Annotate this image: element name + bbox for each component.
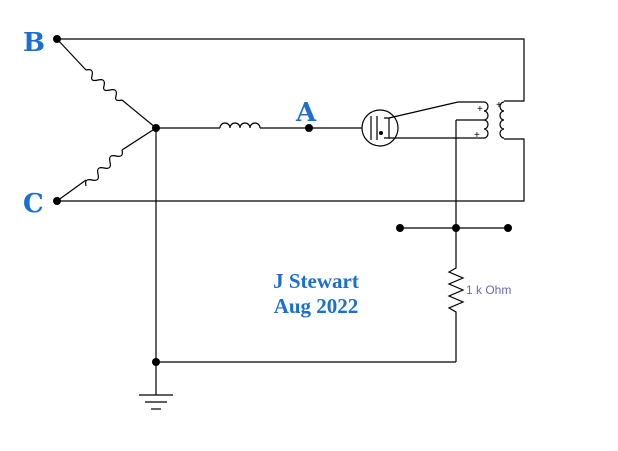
junction-bus-left (396, 224, 404, 232)
wire-c-branch-2 (56, 179, 87, 202)
wire-lamp-to-xfmr-top (388, 101, 459, 119)
polarity-mark-primary: + (477, 104, 483, 115)
junction-neutral (152, 124, 160, 132)
lamp-electrode-right (384, 117, 390, 139)
node-label-a: A (295, 98, 317, 128)
wire-b-branch-2 (121, 99, 157, 129)
junction-bus-center (452, 224, 460, 232)
node-label-b: B (23, 28, 45, 58)
polarity-mark-secondary: + (496, 100, 502, 111)
wire-neutral-return (155, 128, 456, 363)
ground-icon (139, 394, 173, 410)
wire-phase-c (57, 138, 525, 202)
wire-b-branch-1 (56, 38, 87, 71)
node-label-c: C (23, 189, 44, 219)
junction-ground (152, 358, 160, 366)
resistor-label: 1 k Ohm (466, 283, 511, 297)
polarity-mark-tap: + (474, 130, 480, 141)
author-date: Aug 2022 (274, 294, 359, 318)
inductor-c-winding (85, 149, 123, 187)
inductor-b-winding (85, 69, 123, 102)
junction-b (53, 35, 61, 43)
wire-c-branch-1 (121, 127, 157, 151)
inductor-a-winding (219, 122, 261, 129)
xfmr-primary-winding (483, 101, 489, 139)
resistor-1k (447, 228, 465, 362)
junction-bus-right (504, 224, 512, 232)
author-name: J Stewart (273, 269, 359, 293)
lamp-dot (379, 131, 383, 135)
junction-c (53, 197, 61, 205)
junction-a (305, 124, 313, 132)
lamp-envelope (361, 109, 399, 147)
wire-phase-b (57, 38, 525, 102)
xfmr-secondary-winding (499, 101, 505, 139)
